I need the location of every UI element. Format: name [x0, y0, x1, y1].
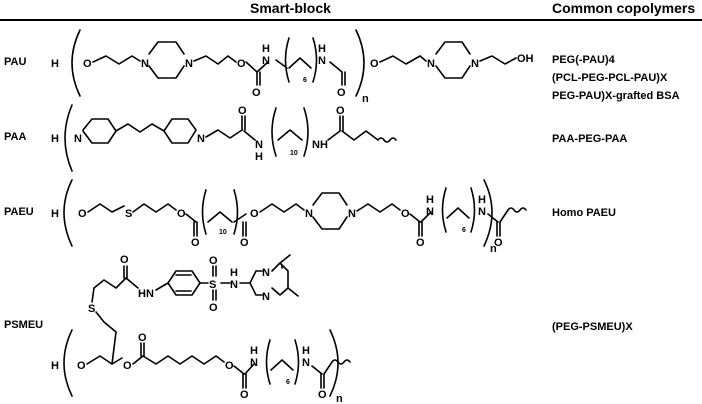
svg-text:6: 6 [462, 227, 466, 234]
structure-paa: H N N O N H 10 N H O [51, 104, 397, 172]
header-common-copolymers: Common copolymers [552, 0, 696, 16]
svg-text:H: H [302, 345, 310, 357]
svg-text:N: N [426, 206, 434, 218]
svg-text:O: O [78, 208, 87, 220]
row-psmeu-abbr: PSMEU [4, 319, 44, 331]
svg-text:H: H [320, 139, 328, 151]
svg-text:N: N [312, 139, 320, 151]
svg-text:O: O [337, 87, 346, 99]
structure-paeu: H O S O O 10 O O N N O O H N 6 H N [51, 179, 527, 255]
svg-text:10: 10 [290, 150, 298, 157]
svg-text:6: 6 [286, 379, 290, 386]
row-paeu-abbr: PAEU [4, 206, 34, 218]
copolymer-item: PEG-PAU)X-grafted BSA [552, 90, 680, 102]
svg-text:H: H [318, 43, 326, 55]
svg-text:6: 6 [303, 77, 307, 84]
svg-text:N: N [255, 139, 263, 151]
svg-text:O: O [120, 254, 129, 266]
row-paa-copolymers: PAA-PEG-PAA [552, 130, 627, 148]
svg-text:N: N [262, 267, 270, 279]
svg-text:O: O [225, 360, 234, 372]
svg-text:O: O [83, 58, 92, 70]
svg-text:N: N [197, 133, 205, 145]
svg-text:O: O [77, 360, 86, 372]
copolymer-item: (PEG-PSMEU)X [552, 321, 633, 333]
svg-text:O: O [416, 237, 425, 249]
svg-text:N: N [305, 208, 313, 220]
svg-text:O: O [250, 208, 259, 220]
svg-text:O: O [401, 208, 410, 220]
svg-text:N: N [427, 58, 435, 70]
svg-text:O: O [494, 237, 503, 249]
copolymer-item: Homo PAEU [552, 207, 616, 219]
svg-text:H: H [51, 58, 59, 70]
svg-text:H: H [478, 194, 486, 206]
svg-text:N: N [318, 55, 326, 67]
svg-text:H: H [426, 194, 434, 206]
copolymer-item: PAA-PEG-PAA [552, 133, 628, 145]
row-paeu-copolymers: Homo PAEU [552, 204, 616, 222]
row-psmeu-copolymers: (PEG-PSMEU)X [552, 318, 633, 336]
svg-text:H: H [51, 360, 59, 372]
svg-text:N: N [478, 206, 486, 218]
svg-text:10: 10 [219, 229, 227, 236]
structure-pau: H O N N O O H N 6 H N O n O N N OH [51, 29, 534, 105]
svg-text:O: O [238, 105, 247, 117]
svg-text:H: H [250, 345, 258, 357]
svg-text:N: N [471, 58, 479, 70]
svg-text:O: O [240, 389, 249, 401]
row-pau-copolymers: PEG(-PAU)4 (PCL-PEG-PCL-PAU)X PEG-PAU)X-… [552, 51, 680, 105]
svg-text:O: O [209, 255, 218, 267]
svg-text:O: O [209, 302, 218, 314]
svg-text:H: H [138, 288, 146, 300]
svg-text:O: O [237, 58, 246, 70]
structure-psmeu: O H N S O O H N N N S H O O [51, 254, 351, 404]
svg-text:O: O [370, 58, 379, 70]
svg-text:O: O [240, 237, 249, 249]
svg-text:n: n [336, 393, 343, 404]
svg-text:N: N [146, 288, 154, 300]
svg-text:N: N [348, 208, 356, 220]
svg-text:N: N [262, 55, 270, 67]
svg-text:O: O [123, 360, 132, 372]
svg-text:N: N [302, 357, 310, 369]
svg-text:N: N [250, 357, 258, 369]
svg-text:N: N [262, 291, 270, 303]
copolymer-item: (PCL-PEG-PCL-PAU)X [552, 72, 668, 84]
svg-text:O: O [318, 389, 327, 401]
svg-text:N: N [141, 58, 149, 70]
svg-text:O: O [191, 237, 200, 249]
svg-text:H: H [51, 133, 59, 145]
svg-text:n: n [490, 243, 497, 255]
svg-text:S: S [125, 208, 132, 220]
svg-text:H: H [230, 267, 238, 279]
svg-text:O: O [336, 105, 345, 117]
svg-text:O: O [138, 332, 147, 344]
svg-text:O: O [252, 87, 261, 99]
svg-text:S: S [88, 303, 95, 315]
svg-text:N: N [74, 133, 82, 145]
svg-text:H: H [51, 208, 59, 220]
row-paa-abbr: PAA [4, 131, 27, 143]
copolymer-item: PEG(-PAU)4 [552, 54, 615, 66]
svg-text:H: H [262, 43, 270, 55]
svg-text:O: O [177, 208, 186, 220]
svg-text:N: N [185, 58, 193, 70]
svg-text:n: n [362, 93, 369, 105]
header-rule [0, 19, 702, 21]
svg-text:S: S [209, 279, 216, 291]
svg-text:H: H [255, 151, 263, 163]
header-smart-block: Smart-block [250, 0, 331, 16]
row-pau-abbr: PAU [4, 56, 27, 68]
svg-text:N: N [230, 279, 238, 291]
svg-text:OH: OH [517, 53, 534, 65]
